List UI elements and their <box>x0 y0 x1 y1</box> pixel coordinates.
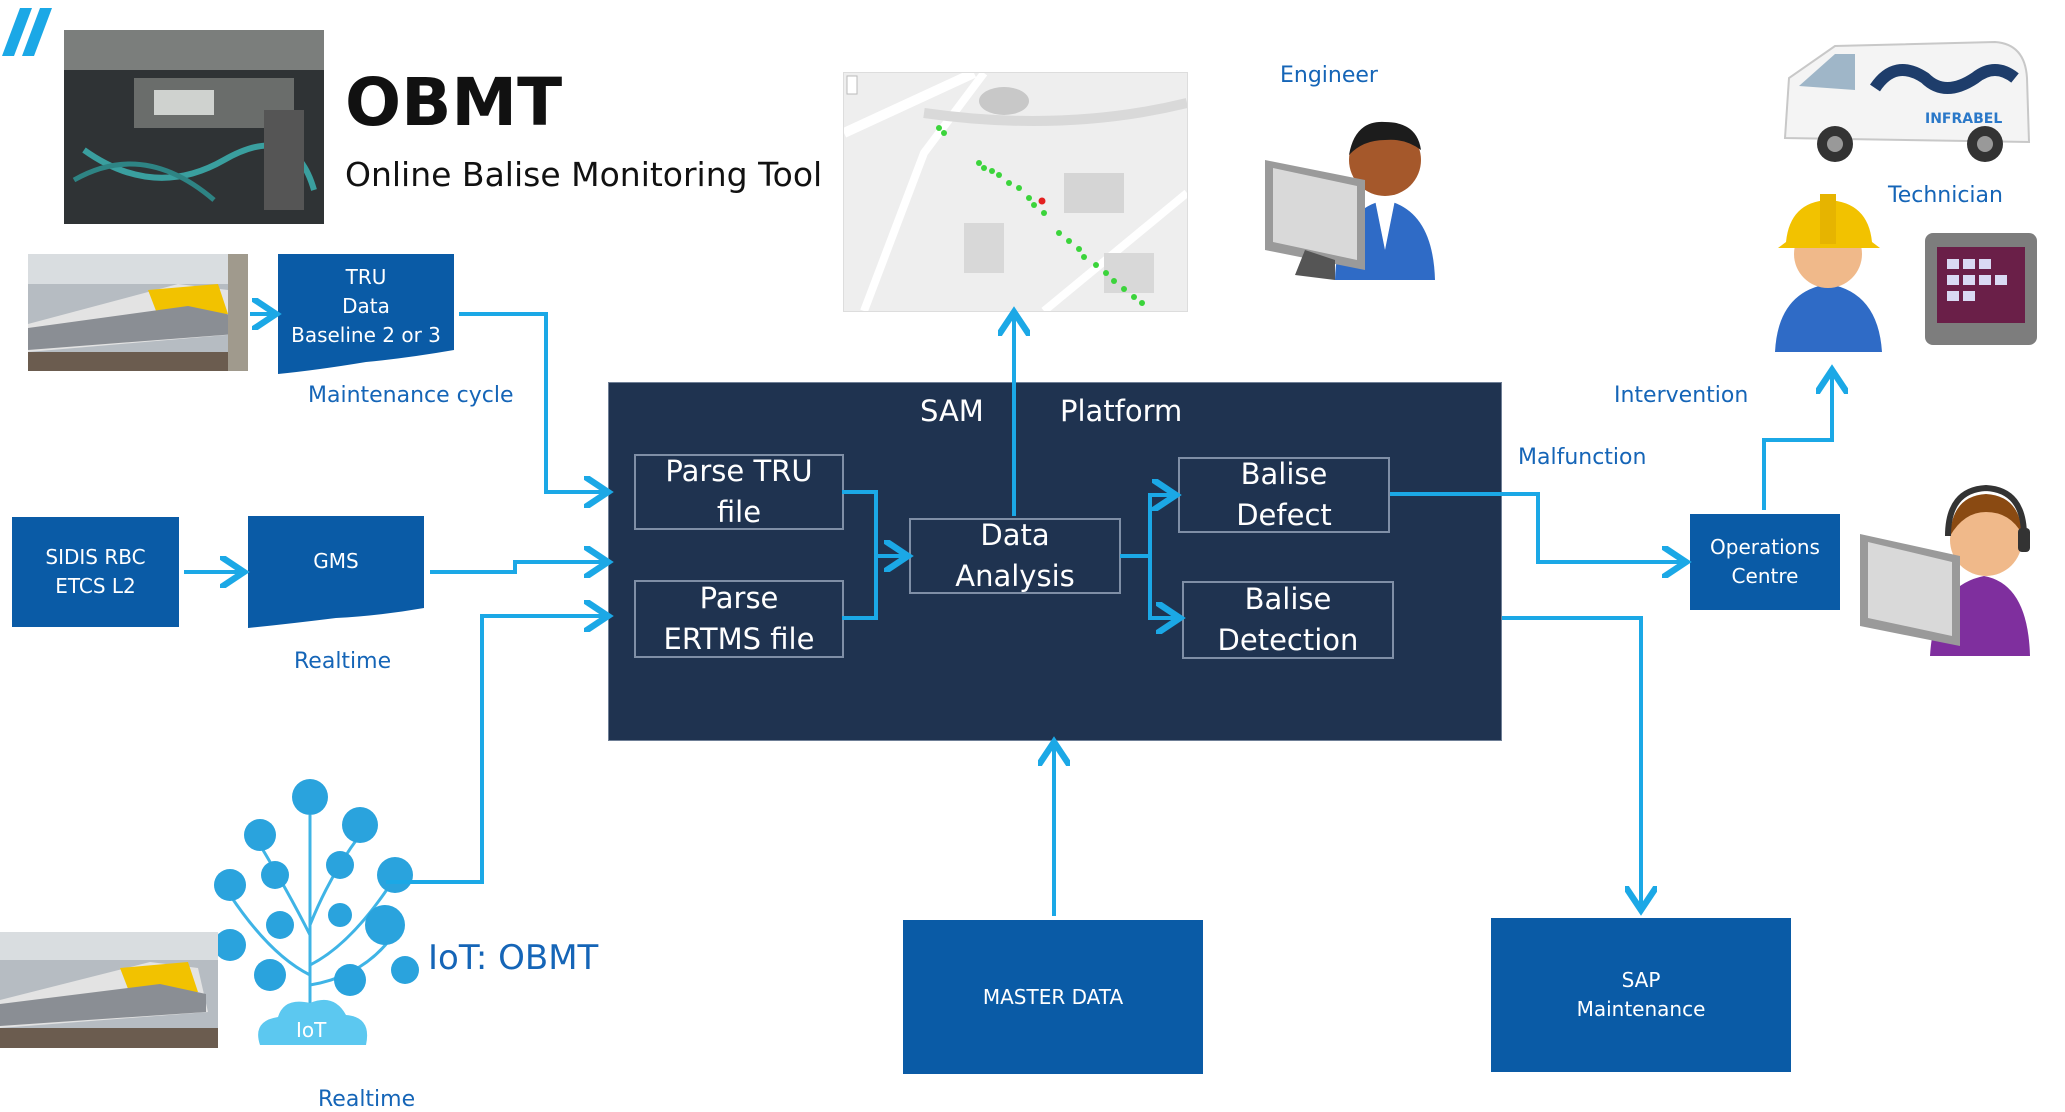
technician-icon <box>1775 194 1882 352</box>
iot-cloud-text: IoT <box>296 1018 327 1042</box>
gms-doc-shape <box>248 516 424 628</box>
gms-doc-text: GMS <box>313 548 359 573</box>
sap-maintenance-box[interactable]: SAP Maintenance <box>1491 918 1791 1072</box>
operations-centre-box[interactable]: Operations Centre <box>1690 514 1840 610</box>
platform-title-right: Platform <box>1060 394 1183 428</box>
arrow-gms-to-platform <box>430 562 604 572</box>
van-icon: INFRABEL <box>1783 40 2031 162</box>
tru-data-text: TRU Data Baseline 2 or 3 <box>291 264 441 347</box>
tru-doc-shape <box>278 254 454 374</box>
master-data-box[interactable]: MASTER DATA <box>903 920 1203 1074</box>
malfunction-label: Malfunction <box>1518 445 1647 470</box>
van-brand: INFRABEL <box>1925 111 2002 127</box>
technician-label: Technician <box>1888 183 2003 208</box>
slash-logo-icon <box>2 8 52 56</box>
operator-icon <box>1860 484 2030 656</box>
data-analysis-box[interactable]: Data Analysis <box>909 518 1121 594</box>
arrow-parse-ertms-to-analysis <box>842 556 878 620</box>
iot-tree-icon: IoT <box>214 779 419 1045</box>
iot-obmt-label: IoT: OBMT <box>428 938 599 978</box>
cabinet-photo <box>64 30 324 224</box>
arrow-iot-to-platform <box>386 616 604 884</box>
parse-ertms-box[interactable]: Parse ERTMS file <box>634 580 844 658</box>
arrow-platform-to-sap <box>1502 616 1641 906</box>
platform-title-left: SAM <box>920 394 984 428</box>
maintenance-cycle-label: Maintenance cycle <box>308 383 514 408</box>
sidis-rbc-box[interactable]: SIDIS RBC ETCS L2 <box>12 517 179 627</box>
arrow-analysis-to-defect <box>1120 495 1172 558</box>
engineer-icon <box>1265 121 1435 280</box>
tablet-icon <box>1925 233 2037 345</box>
train-photo-top <box>28 254 248 371</box>
map-view[interactable] <box>843 72 1188 312</box>
arrow-analysis-to-detection <box>1148 556 1176 618</box>
intervention-label: Intervention <box>1614 383 1749 408</box>
page-subtitle: Online Balise Monitoring Tool <box>345 155 823 194</box>
arrow-parse-tru-to-analysis <box>842 490 904 556</box>
engineer-label: Engineer <box>1280 63 1378 88</box>
sam-platform <box>608 382 1502 741</box>
realtime-label-1: Realtime <box>294 649 392 674</box>
train-photo-bottom <box>0 932 218 1048</box>
arrow-defect-to-operations <box>1390 492 1682 562</box>
arrow-tru-to-platform <box>459 312 604 492</box>
arrow-operations-to-technician <box>1762 374 1832 510</box>
balise-defect-box[interactable]: Balise Defect <box>1178 457 1390 533</box>
map-icon <box>844 73 1187 311</box>
parse-tru-box[interactable]: Parse TRU file <box>634 454 844 530</box>
page-title: OBMT <box>345 64 563 141</box>
